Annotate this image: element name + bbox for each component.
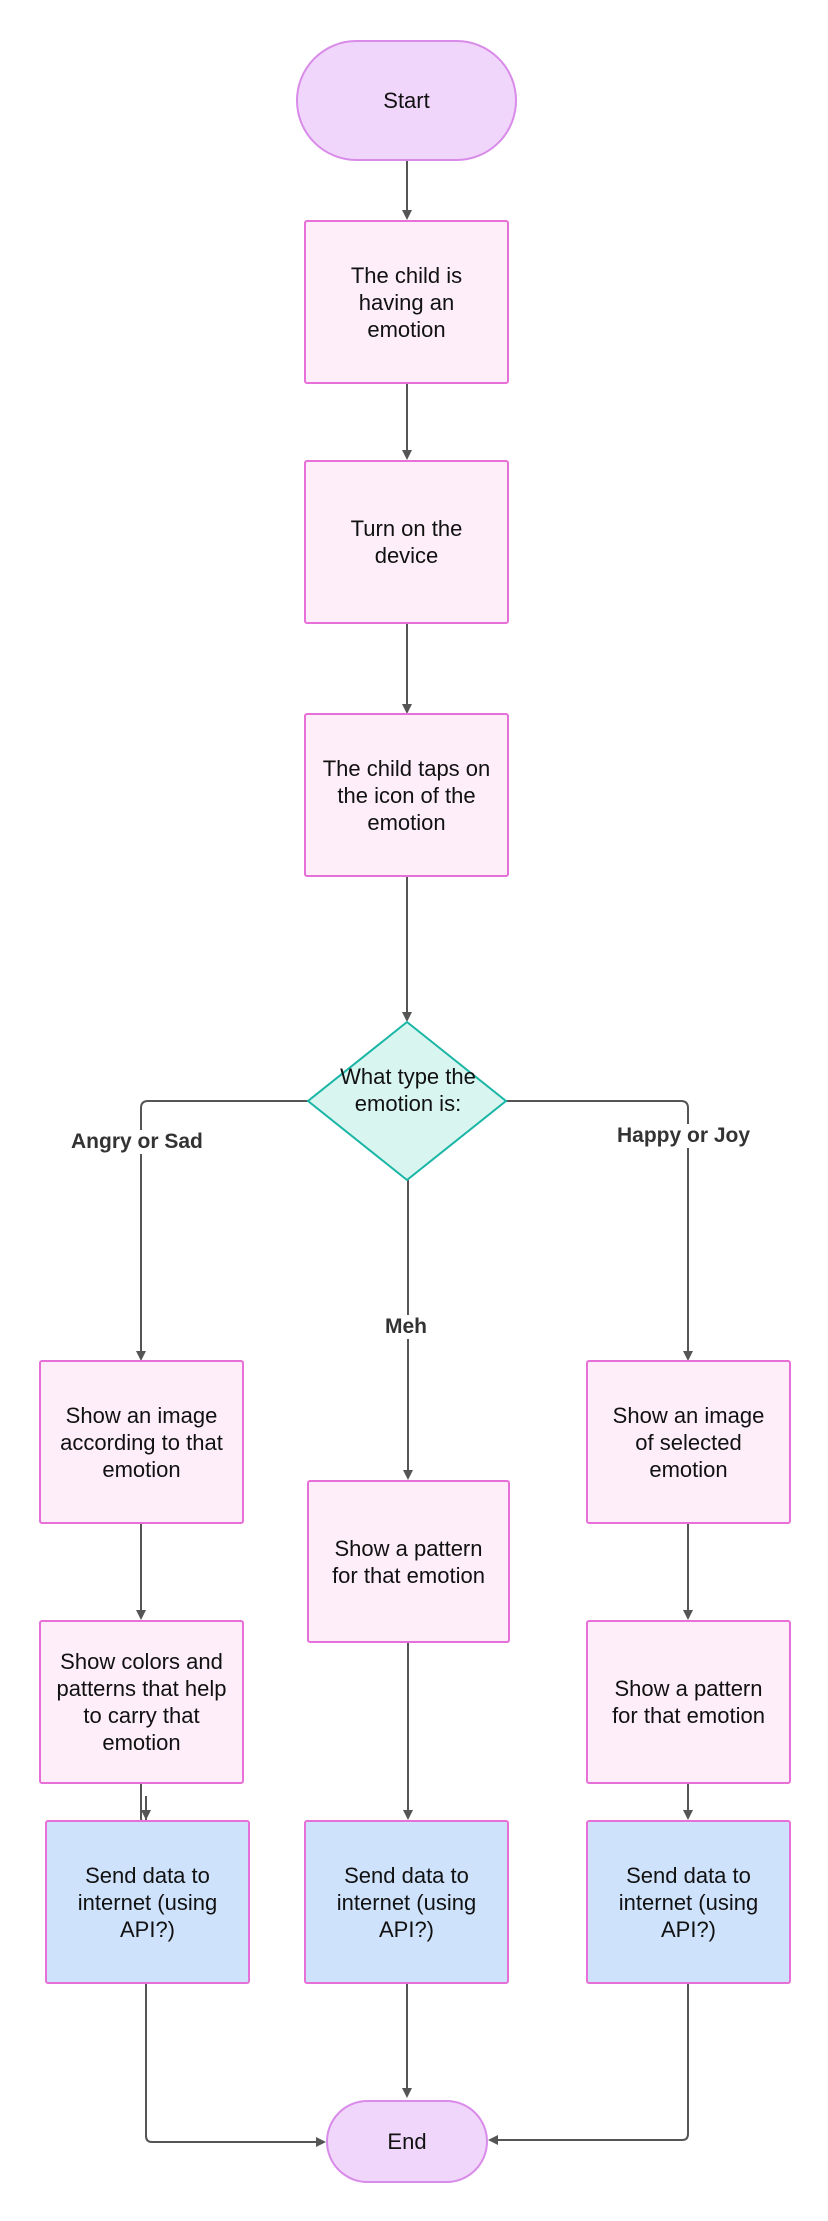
right-send-node: Send data to internet (using API?) [586,1820,791,1984]
turn-on-label: Turn on the device [350,516,463,568]
left-colors-label: Show colors and patterns that help to ca… [56,1649,227,1755]
right-image-label: Show an image of selected emotion [612,1402,765,1482]
child-emotion-label: The child is having an emotion [350,262,463,342]
edge-decision-to-right [506,1100,693,1361]
right-image-node: Show an image of selected emotion [586,1360,791,1524]
start-node: Start [296,40,517,161]
edge-label-meh: Meh [385,1315,427,1339]
edge-right-send-to-end [488,1984,689,2145]
right-send-label: Send data to internet (using API?) [618,1862,759,1942]
right-pattern-label: Show a pattern for that emotion [612,1676,765,1728]
start-label: Start [383,88,430,113]
left-send-node: Send data to internet (using API?) [45,1820,250,1984]
right-pattern-node: Show a pattern for that emotion [586,1620,791,1784]
mid-send-node: Send data to internet (using API?) [304,1820,509,1984]
edge-label-angry-or-sad: Angry or Sad [71,1130,203,1154]
decision-diamond [306,1020,508,1182]
end-node: End [326,2100,488,2183]
decision-label: What type the emotion is: [340,1064,476,1116]
child-taps-label: The child taps on the icon of the emotio… [322,755,491,835]
end-label: End [387,2129,427,2154]
left-send-label: Send data to internet (using API?) [77,1862,218,1942]
left-colors-node: Show colors and patterns that help to ca… [39,1620,244,1784]
mid-send-label: Send data to internet (using API?) [336,1862,477,1942]
left-image-label: Show an image according to that emotion [60,1402,223,1482]
mid-pattern-label: Show a pattern for that emotion [332,1535,485,1588]
left-image-node: Show an image according to that emotion [39,1360,244,1524]
edge-left-send-to-end [145,1984,326,2147]
turn-on-node: Turn on the device [304,460,509,624]
child-emotion-node: The child is having an emotion [304,220,509,384]
edge-decision-to-left [136,1100,308,1361]
mid-pattern-node: Show a pattern for that emotion [307,1480,510,1643]
edge-label-happy-or-joy: Happy or Joy [617,1124,751,1148]
child-taps-node: The child taps on the icon of the emotio… [304,713,509,877]
